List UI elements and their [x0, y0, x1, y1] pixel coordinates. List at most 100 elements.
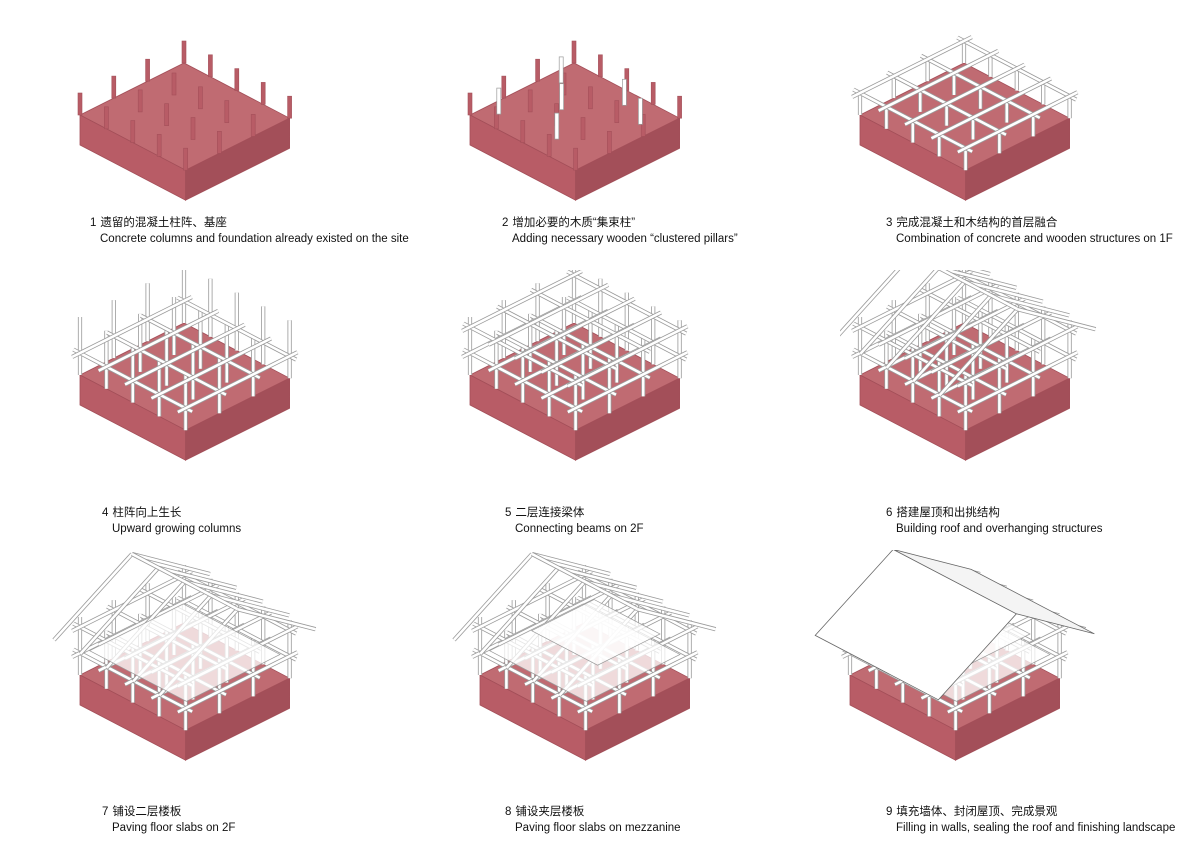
- roof-rafter: [969, 270, 991, 276]
- step-title-cn: 填充墙体、封闭屋顶、完成景观: [896, 806, 1058, 818]
- step-6-drawing: [840, 270, 1097, 461]
- foundation-side: [185, 377, 291, 461]
- concrete-foundation: [859, 62, 1071, 201]
- floor-slabs: [88, 603, 281, 702]
- concrete-column: [250, 114, 256, 137]
- concrete-foundation: [79, 62, 291, 201]
- concrete-column: [130, 120, 136, 143]
- step-3-drawing: [851, 35, 1079, 201]
- roof-rafter: [531, 552, 611, 576]
- wooden-pillar: [554, 112, 560, 140]
- roof-ridge: [939, 270, 1019, 311]
- roof-rafter: [584, 580, 664, 603]
- step-7-drawing: [52, 551, 317, 761]
- concrete-column: [607, 131, 612, 154]
- step-number: 4: [102, 507, 109, 519]
- timber-beam-2f: [878, 283, 999, 346]
- floor-slab-2f: [88, 603, 281, 702]
- concrete-column: [287, 95, 292, 119]
- step-2-drawing: [467, 40, 682, 201]
- step-title-en: Adding necessary wooden “clustered pilla…: [512, 233, 738, 245]
- step-number: 8: [505, 806, 512, 818]
- step-title-en: Building roof and overhanging structures: [896, 523, 1103, 535]
- concrete-column: [77, 92, 83, 116]
- concrete-column: [501, 75, 507, 99]
- timber-beam: [878, 49, 999, 112]
- step-title-en: Combination of concrete and wooden struc…: [896, 233, 1173, 245]
- roof-rafter: [637, 607, 716, 631]
- timber-beam: [930, 77, 1052, 140]
- concrete-column: [640, 114, 646, 137]
- foundation-side: [575, 377, 681, 461]
- concrete-column: [571, 40, 577, 64]
- concrete-column: [527, 89, 533, 113]
- wooden-pillar: [559, 83, 564, 111]
- timber-beam: [577, 651, 698, 714]
- wooden-pillar: [638, 97, 643, 125]
- concrete-column: [494, 106, 499, 130]
- step-4-drawing: [71, 270, 299, 461]
- concrete-column: [181, 40, 187, 64]
- step-title-en: Connecting beams on 2F: [515, 523, 644, 535]
- concrete-column: [588, 86, 593, 110]
- timber-beam-2f: [488, 283, 609, 346]
- roof-rafter: [237, 607, 316, 631]
- roof-ridge: [131, 552, 239, 611]
- step-5-drawing: [461, 270, 689, 461]
- concrete-column: [520, 120, 526, 143]
- timber-beam: [71, 295, 193, 359]
- step-title-cn: 铺设二层楼板: [112, 806, 182, 818]
- roof-rafter: [479, 566, 560, 655]
- wooden-pillar: [622, 78, 627, 106]
- timber-beam: [957, 91, 1078, 154]
- floor-slab-mezzanine: [530, 599, 661, 666]
- concrete-column: [111, 75, 117, 99]
- step-title-en: Filling in walls, sealing the roof and f…: [896, 822, 1176, 834]
- step-8-drawing: [452, 551, 717, 761]
- timber-beam-2f: [498, 583, 619, 646]
- concrete-column: [171, 72, 177, 96]
- concrete-column: [190, 117, 196, 140]
- concrete-column: [260, 82, 266, 105]
- concrete-columns: [77, 40, 292, 171]
- roof-rafter: [79, 566, 160, 655]
- step-title-en: Paving floor slabs on mezzanine: [515, 822, 681, 834]
- timber-beam: [124, 323, 246, 386]
- wooden-pillars: [496, 56, 643, 140]
- step-9-drawing: [814, 550, 1095, 761]
- timber-beam: [851, 35, 973, 99]
- timber-frame: [461, 270, 689, 431]
- step-title-cn: 搭建屋顶和出挑结构: [896, 507, 1000, 519]
- timber-beam: [150, 337, 272, 400]
- timber-beam: [177, 351, 298, 414]
- roof-rafter: [210, 594, 290, 617]
- timber-beam: [177, 651, 298, 714]
- roof-rafter: [938, 308, 1019, 397]
- timber-beam-2f: [567, 325, 688, 388]
- timber-beam-2f: [71, 569, 193, 633]
- timber-beam-2f: [851, 270, 973, 333]
- step-1-drawing: [77, 40, 292, 201]
- concrete-column: [224, 100, 230, 123]
- roof-rafter: [184, 580, 264, 603]
- step-title-en: Concrete columns and foundation already …: [100, 233, 409, 245]
- roof-rafter: [453, 553, 533, 641]
- concrete-column: [677, 95, 682, 119]
- timber-beam: [957, 351, 1078, 414]
- concrete-column: [164, 103, 169, 126]
- roof-rafter: [990, 294, 1070, 317]
- foundation-side: [585, 677, 691, 761]
- step-number: 1: [90, 217, 97, 229]
